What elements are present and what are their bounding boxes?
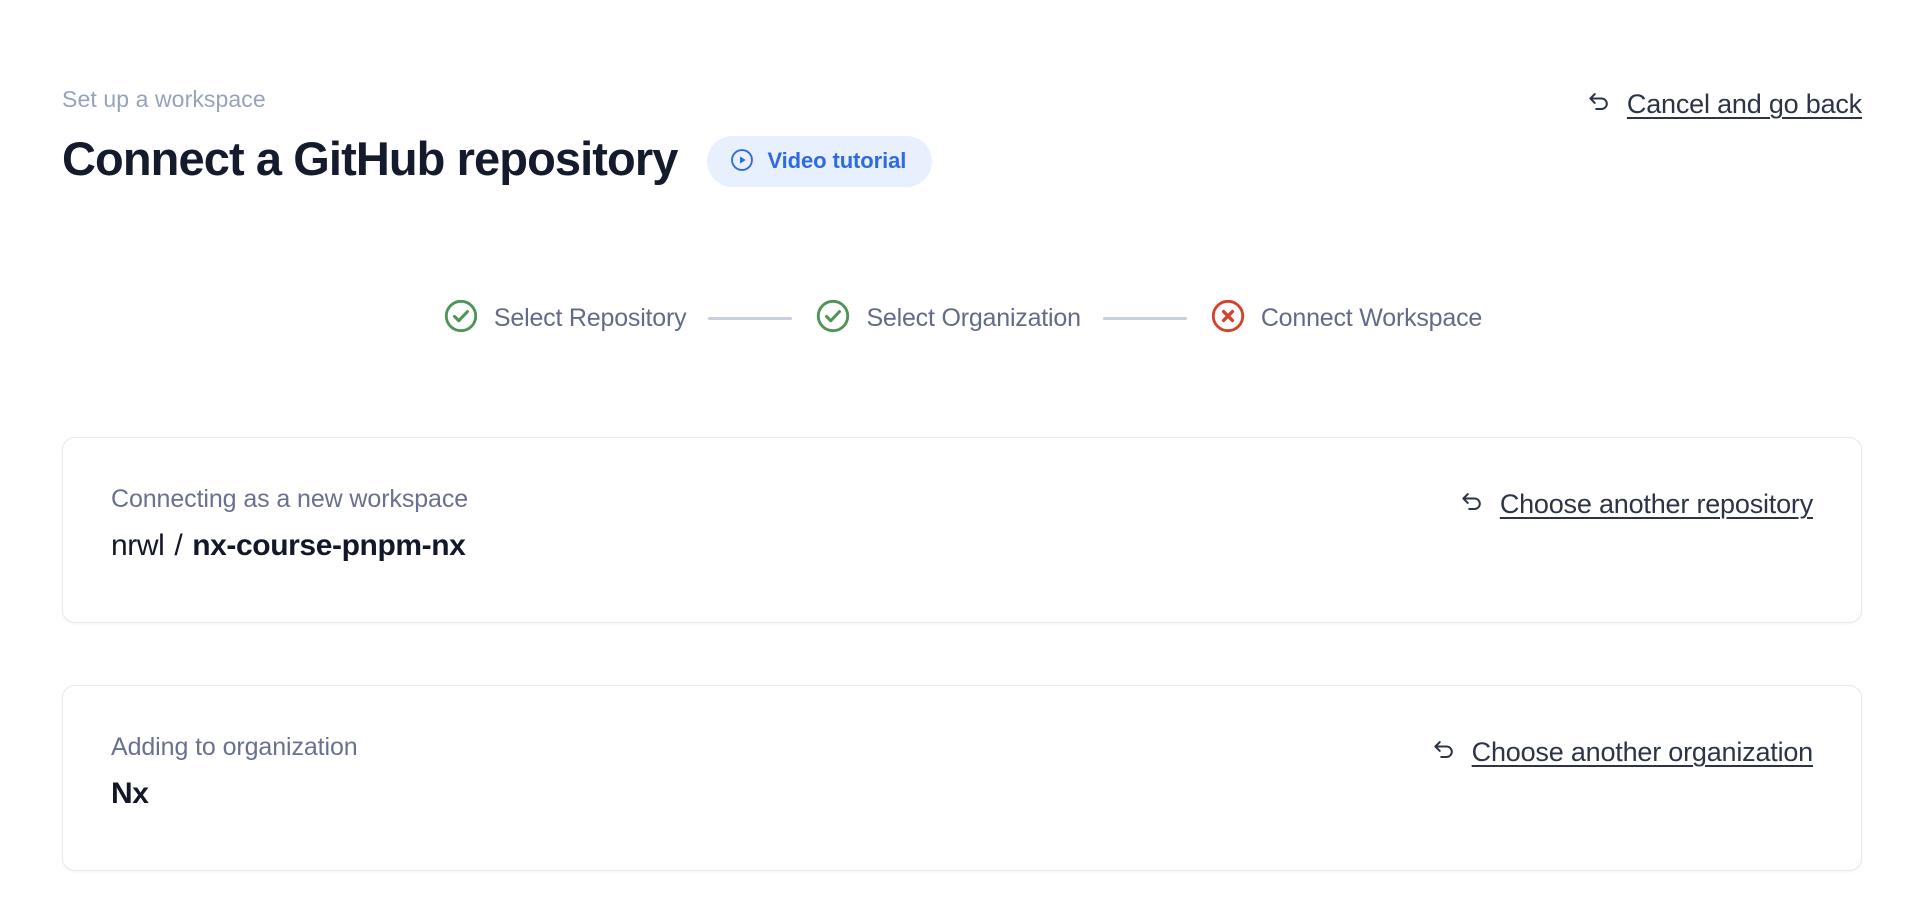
organization-card: Adding to organization Nx Choose another… [62, 685, 1862, 871]
page-header: Set up a workspace Connect a GitHub repo… [62, 86, 1862, 187]
step-label: Select Organization [866, 304, 1081, 332]
repository-card-body: Connecting as a new workspace nrwl / nx-… [111, 484, 468, 565]
choose-another-organization-label: Choose another organization [1471, 737, 1814, 767]
organization-name: Nx [111, 777, 149, 810]
repository-card-label: Connecting as a new workspace [111, 485, 469, 513]
title-row: Connect a GitHub repository Video tutori… [62, 132, 1862, 187]
play-circle-icon [729, 147, 755, 176]
organization-card-label: Adding to organization [111, 733, 358, 761]
step-connect-workspace[interactable]: Connect Workspace [1209, 297, 1482, 340]
step-select-repository[interactable]: Select Repository [442, 297, 687, 340]
undo-arrow-icon [1430, 736, 1458, 769]
step-connector-2 [1102, 317, 1187, 320]
page-title: Connect a GitHub repository [62, 131, 678, 185]
check-circle-icon [442, 297, 480, 340]
cancel-and-go-back-link[interactable]: Cancel and go back [1585, 88, 1862, 121]
step-select-organization[interactable]: Select Organization [814, 297, 1081, 340]
video-tutorial-button[interactable]: Video tutorial [707, 135, 933, 187]
undo-arrow-icon [1585, 88, 1613, 121]
step-label: Connect Workspace [1260, 304, 1483, 332]
repository-card: Connecting as a new workspace nrwl / nx-… [62, 437, 1862, 623]
x-circle-icon [1209, 297, 1247, 340]
choose-another-organization-link[interactable]: Choose another organization [1430, 736, 1813, 769]
check-circle-icon [814, 297, 852, 340]
choose-another-repository-link[interactable]: Choose another repository [1458, 488, 1813, 521]
repository-name: nx-course-pnpm-nx [192, 529, 466, 562]
undo-arrow-icon [1458, 488, 1486, 521]
breadcrumb: Set up a workspace [62, 86, 266, 112]
repository-separator: / [174, 529, 183, 562]
video-tutorial-label: Video tutorial [767, 148, 907, 174]
choose-another-repository-label: Choose another repository [1499, 489, 1813, 519]
step-label: Select Repository [493, 304, 687, 332]
repository-card-value: nrwl / nx-course-pnpm-nx [111, 527, 468, 565]
repository-owner: nrwl [111, 529, 165, 562]
organization-card-body: Adding to organization Nx [111, 732, 358, 813]
summary-cards: Connecting as a new workspace nrwl / nx-… [62, 437, 1862, 871]
cancel-and-go-back-label: Cancel and go back [1626, 89, 1862, 119]
step-connector-1 [708, 317, 793, 320]
progress-stepper: Select Repository Select Organization Co… [0, 297, 1924, 340]
